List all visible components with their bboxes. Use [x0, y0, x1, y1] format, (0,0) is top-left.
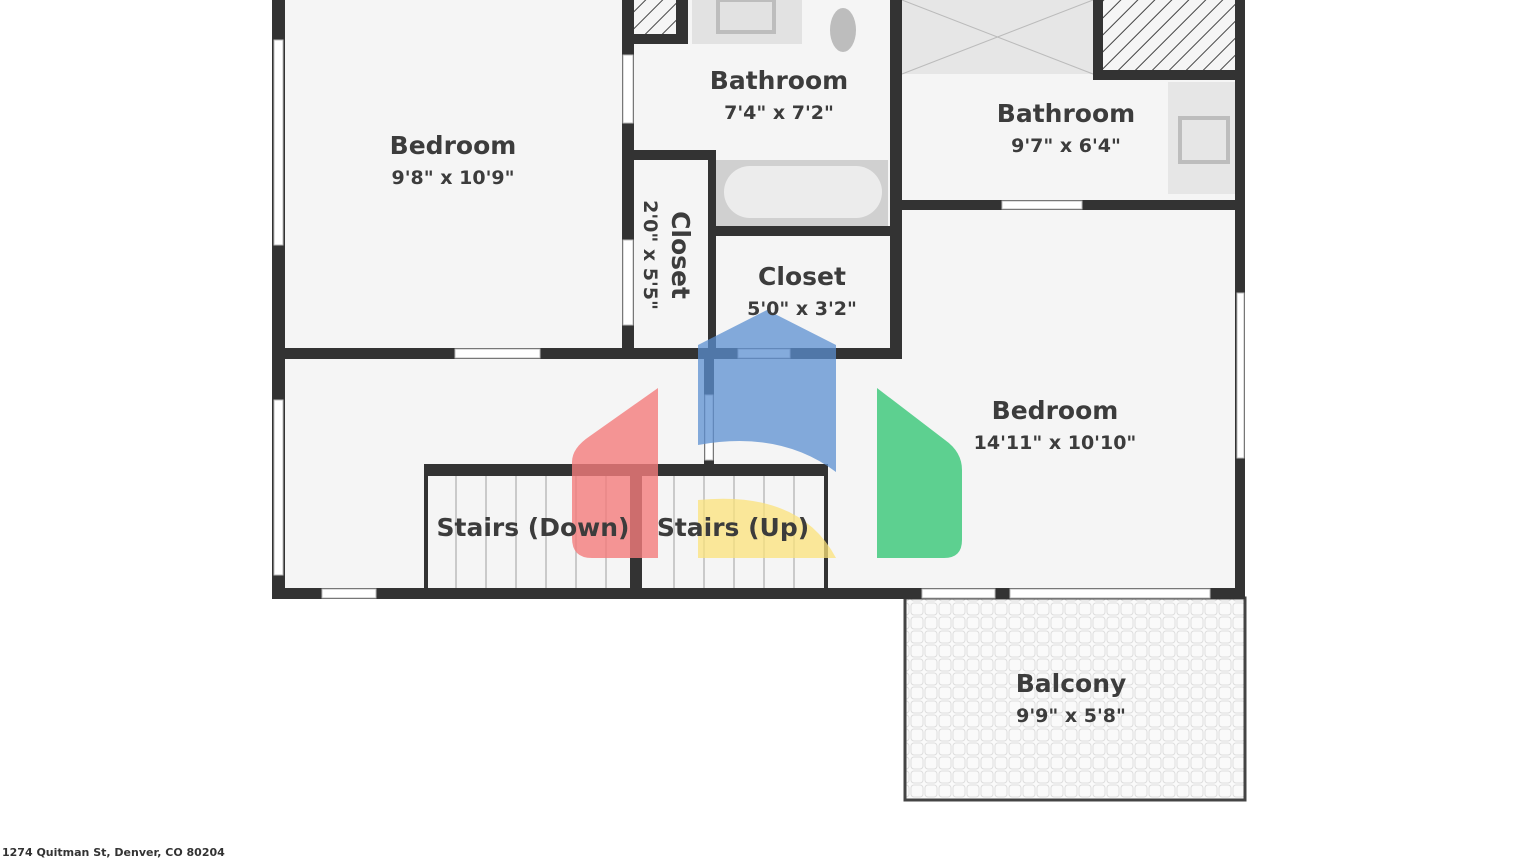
room-dims: 9'8" x 10'9" [391, 167, 514, 189]
shower-cross [901, 0, 1094, 75]
room-name: Bedroom [992, 396, 1119, 425]
room-dims: 9'9" x 5'8" [1016, 705, 1126, 727]
room-dims: 9'7" x 6'4" [1011, 135, 1121, 157]
sink-icon [1178, 116, 1230, 164]
toilet-icon [830, 8, 856, 52]
room-dims: 14'11" x 10'10" [974, 432, 1137, 454]
balcony-outline [903, 596, 1247, 802]
green-overlay-shape [877, 388, 962, 558]
room-name: Bathroom [710, 66, 848, 95]
room-name: Stairs (Up) [657, 513, 809, 542]
room-dims: 7'4" x 7'2" [724, 102, 834, 124]
room-name: Closet [666, 211, 695, 299]
room-name: Balcony [1016, 669, 1127, 698]
room-name: Bathroom [997, 99, 1135, 128]
sink-icon [716, 0, 776, 34]
room-name: Stairs (Down) [437, 513, 630, 542]
hatched-area [1093, 0, 1235, 80]
address-label: 1274 Quitman St, Denver, CO 80204 [2, 846, 225, 859]
blue-overlay-shape [698, 310, 836, 472]
hatched-area [634, 0, 676, 34]
room-name: Closet [758, 262, 846, 291]
sink-counter [692, 0, 802, 44]
red-overlay-shape [572, 388, 658, 558]
room-dims: 5'0" x 3'2" [747, 298, 857, 320]
floor [280, 0, 1240, 592]
bathtub-icon [724, 166, 882, 218]
room-dims: 2'0" x 5'5" [639, 200, 661, 310]
yellow-overlay-shape [698, 498, 836, 558]
room-name: Bedroom [390, 131, 517, 160]
